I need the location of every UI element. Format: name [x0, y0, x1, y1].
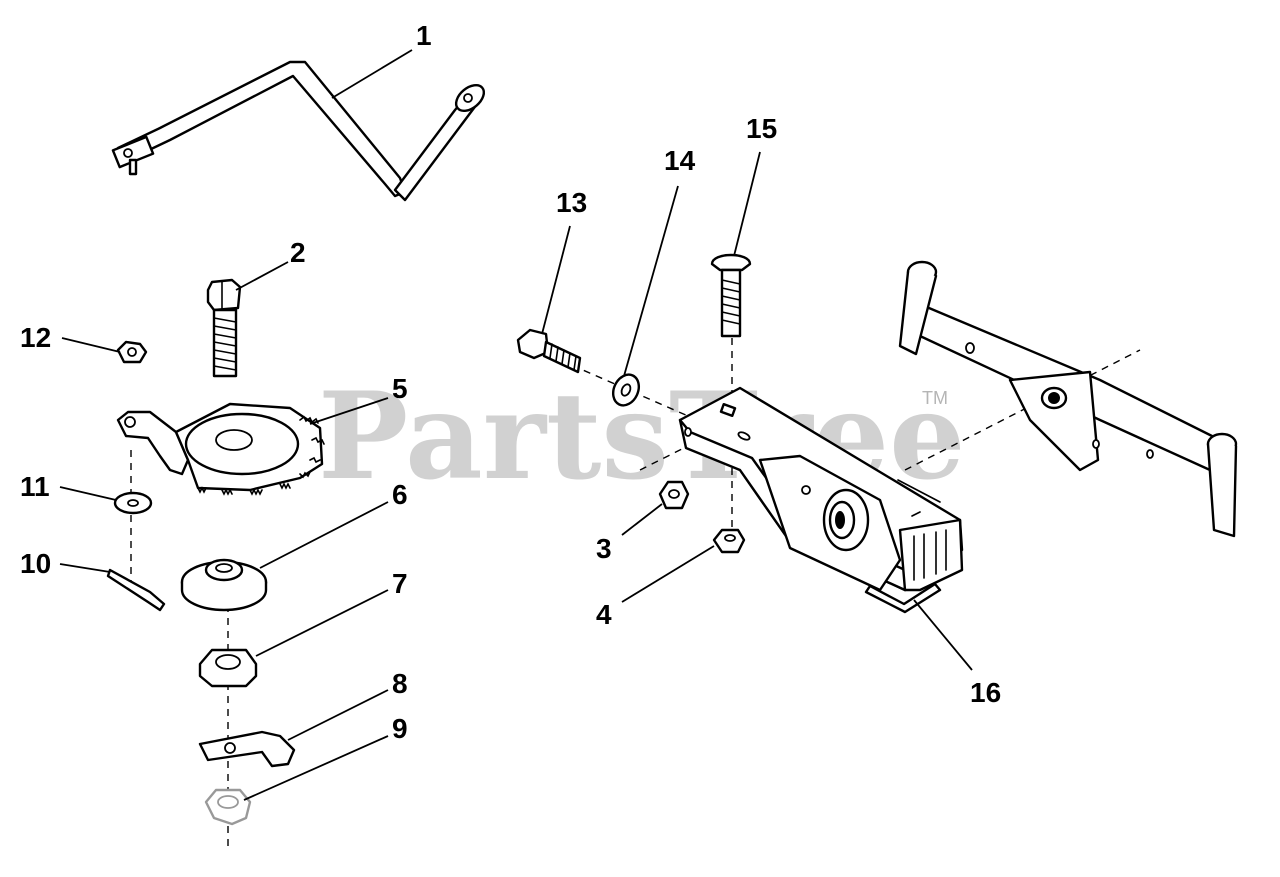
part-16-bracket — [678, 386, 964, 614]
part-1-shift-rod — [111, 60, 486, 202]
callout-16: 16 — [970, 677, 1001, 708]
callout-labels: 1 2 3 4 5 6 7 8 9 10 11 12 13 14 15 16 — [20, 20, 1001, 744]
part-10-cotter-pin — [106, 568, 166, 612]
part-12-nut — [116, 340, 148, 364]
part-6-spacer — [180, 558, 268, 612]
part-3-nut — [658, 480, 690, 510]
part-13-bolt — [516, 328, 582, 374]
part-5-gear-plate — [116, 402, 325, 496]
part-2-hex-bolt — [206, 278, 242, 378]
callout-7: 7 — [392, 568, 408, 599]
part-4-nut — [712, 528, 746, 554]
part-15-carriage-bolt — [710, 253, 752, 338]
leader-lines — [59, 49, 973, 801]
callout-14: 14 — [664, 145, 696, 176]
callout-9: 9 — [392, 713, 408, 744]
callout-12: 12 — [20, 322, 51, 353]
callout-15: 15 — [746, 113, 777, 144]
callout-10: 10 — [20, 548, 51, 579]
part-7-hex-nut — [198, 648, 258, 688]
callout-11: 11 — [20, 471, 50, 502]
part-9-lock-nut — [204, 788, 252, 826]
callout-3: 3 — [596, 533, 612, 564]
watermark-trademark: TM — [922, 388, 948, 408]
callout-8: 8 — [392, 668, 408, 699]
callout-1: 1 — [416, 20, 432, 51]
callout-4: 4 — [596, 599, 612, 630]
part-14-washer — [611, 373, 641, 407]
axle-assembly — [898, 260, 1238, 538]
callout-2: 2 — [290, 237, 306, 268]
callout-6: 6 — [392, 479, 408, 510]
callout-13: 13 — [556, 187, 587, 218]
part-11-washer — [113, 491, 153, 515]
callout-5: 5 — [392, 373, 408, 404]
part-8-clip — [198, 730, 296, 768]
